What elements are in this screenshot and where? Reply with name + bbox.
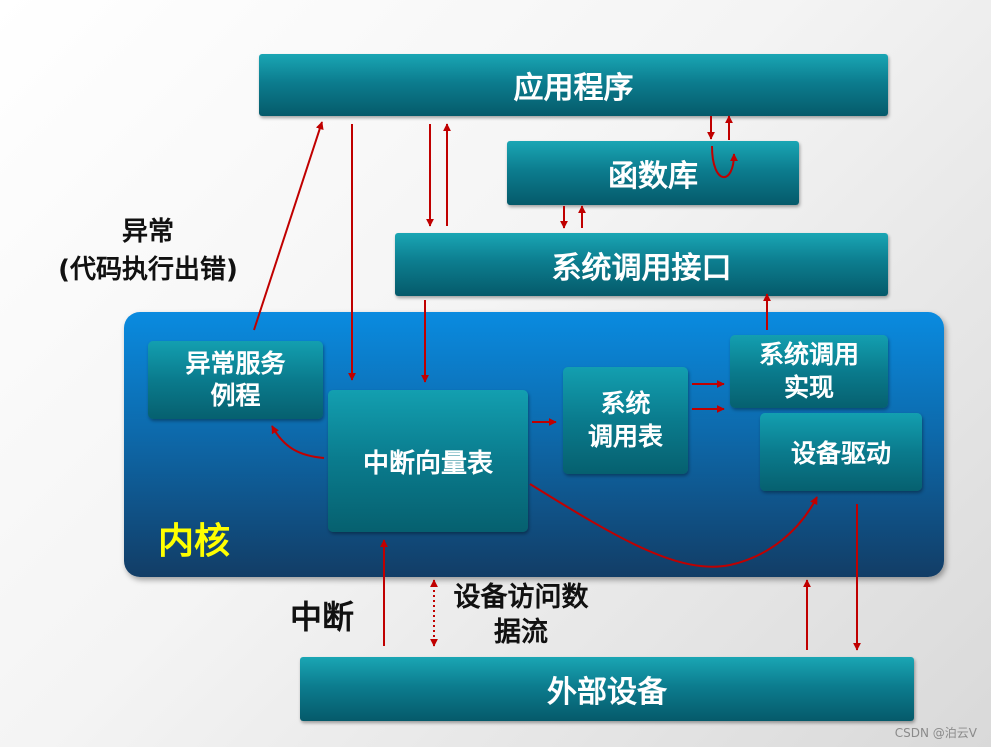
device-driver-label: 设备驱动: [790, 439, 891, 468]
library-label: 函数库: [608, 159, 698, 194]
device-data-flow-label: 设备访问数 据流: [453, 582, 589, 649]
external-device-label: 外部设备: [547, 675, 667, 710]
arrow-vector-to-exception: [271, 425, 325, 459]
arrow-vector-to-driver: [529, 483, 818, 568]
syscall-impl-box: 系统调用 实现: [730, 335, 888, 408]
library-box: 函数库: [507, 141, 799, 205]
syscall-interface-box: 系统调用接口: [395, 233, 888, 296]
arrow-lib-loop: [711, 145, 738, 178]
exception-routine-label: 异常服务 例程: [185, 348, 286, 411]
watermark: CSDN @泊云V: [894, 726, 977, 740]
app-box: 应用程序: [259, 54, 888, 116]
interrupt-vector-box: 中断向量表: [328, 390, 528, 532]
syscall-interface-label: 系统调用接口: [551, 250, 732, 286]
external-device-box: 外部设备: [300, 657, 914, 721]
kernel-label: 内核: [158, 521, 231, 562]
exception-label: 异常 (代码执行出错): [58, 217, 238, 285]
syscall-table-box: 系统 调用表: [563, 367, 688, 474]
interrupt-label: 中断: [290, 598, 355, 636]
syscall-table-label: 系统 调用表: [587, 389, 663, 451]
arrow-exception-to-app: [253, 121, 324, 331]
app-label: 应用程序: [513, 71, 634, 106]
interrupt-vector-label: 中断向量表: [362, 448, 493, 479]
exception-routine-box: 异常服务 例程: [148, 341, 323, 419]
syscall-impl-label: 系统调用 实现: [758, 340, 859, 402]
device-driver-box: 设备驱动: [760, 413, 922, 491]
